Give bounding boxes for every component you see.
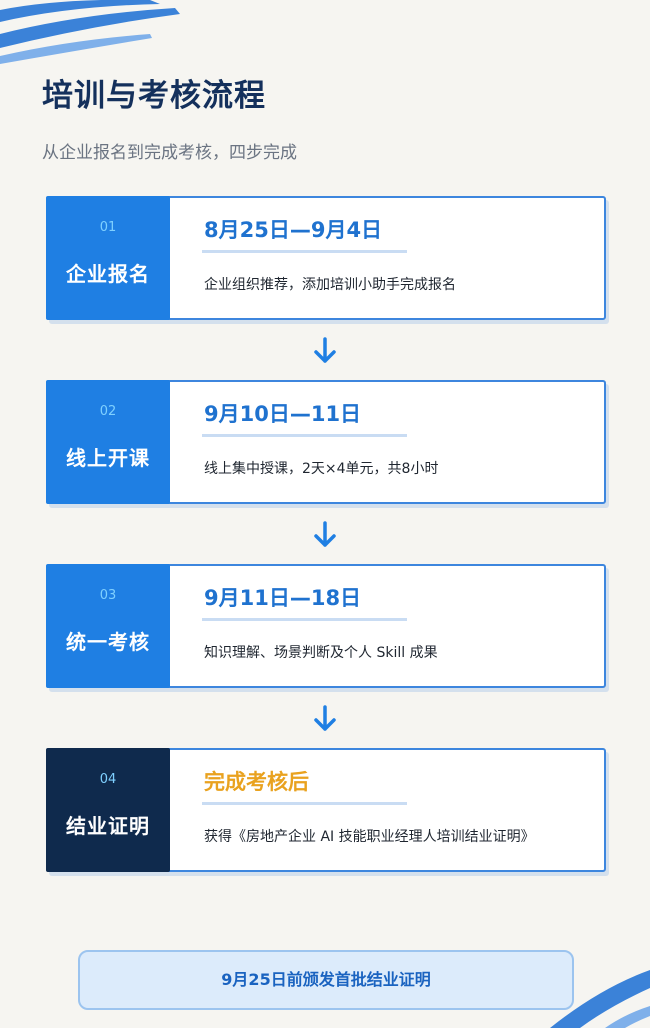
- step-label: 统一考核: [66, 630, 150, 654]
- step-date: 完成考核后: [204, 770, 309, 794]
- step-description: 企业组织推荐，添加培训小助手完成报名: [204, 277, 456, 293]
- page-title: 培训与考核流程: [42, 78, 266, 114]
- step-divider: [202, 434, 407, 437]
- step-divider: [202, 802, 407, 805]
- step-badge: 04 结业证明: [46, 748, 170, 872]
- step-label: 结业证明: [66, 814, 150, 838]
- step-date: 9月11日—18日: [204, 586, 362, 610]
- step-label: 企业报名: [66, 262, 150, 286]
- step-card-4: 04 结业证明 完成考核后 获得《房地产企业 AI 技能职业经理人培训结业证明》: [46, 748, 606, 872]
- certificate-notice-banner: 9月25日前颁发首批结业证明: [78, 950, 574, 1010]
- step-date: 9月10日—11日: [204, 402, 362, 426]
- step-card-3: 03 统一考核 9月11日—18日 知识理解、场景判断及个人 Skill 成果: [46, 564, 606, 688]
- step-description: 知识理解、场景判断及个人 Skill 成果: [204, 645, 438, 661]
- step-number: 02: [99, 404, 117, 419]
- step-number: 01: [99, 220, 117, 235]
- arrow-down-icon: [314, 521, 336, 547]
- top-left-wave-decoration: [0, 0, 180, 64]
- step-divider: [202, 618, 407, 621]
- step-divider: [202, 250, 407, 253]
- step-badge: 03 统一考核: [46, 564, 170, 688]
- arrow-down-icon: [314, 705, 336, 731]
- step-card-1: 01 企业报名 8月25日—9月4日 企业组织推荐，添加培训小助手完成报名: [46, 196, 606, 320]
- bottom-right-wave-decoration: [550, 970, 650, 1028]
- step-description: 获得《房地产企业 AI 技能职业经理人培训结业证明》: [204, 829, 535, 845]
- page-subtitle: 从企业报名到完成考核，四步完成: [42, 143, 297, 163]
- step-label: 线上开课: [66, 446, 150, 470]
- step-description: 线上集中授课，2天×4单元，共8小时: [204, 461, 439, 477]
- step-number: 03: [99, 588, 117, 603]
- step-badge: 01 企业报名: [46, 196, 170, 320]
- step-card-2: 02 线上开课 9月10日—11日 线上集中授课，2天×4单元，共8小时: [46, 380, 606, 504]
- step-number: 04: [99, 772, 117, 787]
- arrow-down-icon: [314, 337, 336, 363]
- step-date: 8月25日—9月4日: [204, 218, 383, 242]
- step-badge: 02 线上开课: [46, 380, 170, 504]
